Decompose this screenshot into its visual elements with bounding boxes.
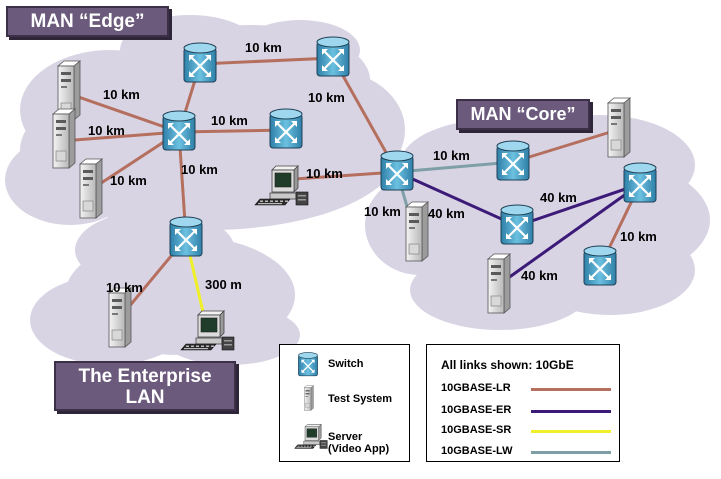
link-legend: All links shown: 10GbE 10GBASE-LR 10GBAS… — [426, 344, 620, 462]
link-s5-s8 — [396, 170, 518, 228]
server-icon — [294, 424, 328, 449]
distance-label-s1-s2: 10 km — [245, 40, 282, 55]
link-legend-title: All links shown: 10GbE — [441, 358, 574, 372]
man-core-title: MAN “Core” — [456, 99, 590, 130]
distance-label-s2-s5: 10 km — [308, 90, 345, 105]
switch-icon — [168, 215, 204, 258]
distance-label-s9-s10: 10 km — [620, 229, 657, 244]
link-s3-s4 — [178, 128, 287, 134]
distance-label-s8-s9: 40 km — [540, 190, 577, 205]
legend-switch-label: Switch — [328, 358, 364, 370]
distance-label-p1-s5: 10 km — [306, 166, 343, 181]
distance-label-s6-p2: 300 m — [205, 277, 242, 292]
distance-label-s3-s6: 10 km — [181, 162, 218, 177]
switch-icon — [582, 244, 618, 287]
switch-icon — [499, 203, 535, 246]
legend-lr-label: 10GBASE-LR — [441, 382, 511, 394]
legend-lw-swatch — [531, 451, 611, 454]
switch-icon — [297, 351, 319, 377]
distance-label-t3-s3: 10 km — [110, 173, 147, 188]
distance-label-t2-s3: 10 km — [88, 123, 125, 138]
legend-sr-label: 10GBASE-SR — [441, 424, 512, 436]
link-p1-s5 — [279, 170, 398, 182]
test-system-icon — [52, 108, 76, 169]
test-system-icon — [487, 253, 511, 314]
distance-label-s3-s4: 10 km — [211, 113, 248, 128]
legend-server-label: Server (Video App) — [328, 431, 389, 455]
cloud-lan — [30, 210, 300, 365]
link-s8-s9 — [516, 182, 641, 228]
legend-server-label-line2: (Video App) — [328, 443, 390, 455]
test-system-icon — [405, 201, 429, 262]
link-s1-s2 — [199, 56, 334, 66]
link-t2-s3 — [61, 130, 180, 143]
distance-label-s5-s8: 40 km — [428, 206, 465, 221]
device-legend: Switch Test System Server (Video App) — [279, 344, 410, 462]
test-system-icon — [607, 97, 631, 158]
distance-label-s5-t4: 10 km — [364, 204, 401, 219]
legend-er-swatch — [531, 410, 611, 413]
switch-icon — [315, 35, 351, 78]
switch-icon — [268, 107, 304, 150]
switch-icon — [622, 161, 658, 204]
legend-er-label: 10GBASE-ER — [441, 404, 512, 416]
link-s5-s7 — [396, 160, 514, 174]
link-t6-s9 — [496, 182, 641, 288]
legend-test-system-label: Test System — [328, 393, 392, 405]
legend-server-label-line1: Server — [328, 431, 363, 443]
legend-lw-label: 10GBASE-LW — [441, 445, 513, 457]
distance-label-t1-s3: 10 km — [103, 87, 140, 102]
switch-icon — [495, 139, 531, 182]
distance-label-t6-s9: 40 km — [521, 268, 558, 283]
link-t1-s3 — [66, 91, 180, 134]
legend-sr-swatch — [531, 430, 611, 433]
legend-lr-swatch — [531, 388, 611, 391]
switch-icon — [161, 109, 197, 152]
enterprise-lan-title-line1: The Enterprise — [78, 366, 212, 387]
test-system-icon — [79, 158, 103, 219]
enterprise-lan-title: The Enterprise LAN — [54, 361, 236, 411]
link-s7-t4 — [512, 128, 618, 164]
enterprise-lan-title-line2: LAN — [125, 387, 165, 408]
distance-label-t7-s6: 10 km — [106, 280, 143, 295]
test-system-icon — [304, 385, 314, 411]
distance-label-s5-s7: 10 km — [433, 148, 470, 163]
distance-labels-layer: 10 km 10 km 10 km 10 km 10 km 10 km 10 km 10 km… — [88, 40, 657, 295]
test-system-icon — [108, 287, 132, 348]
switch-icon — [379, 149, 415, 192]
man-edge-title: MAN “Edge” — [6, 6, 169, 37]
switch-icon — [182, 41, 218, 84]
